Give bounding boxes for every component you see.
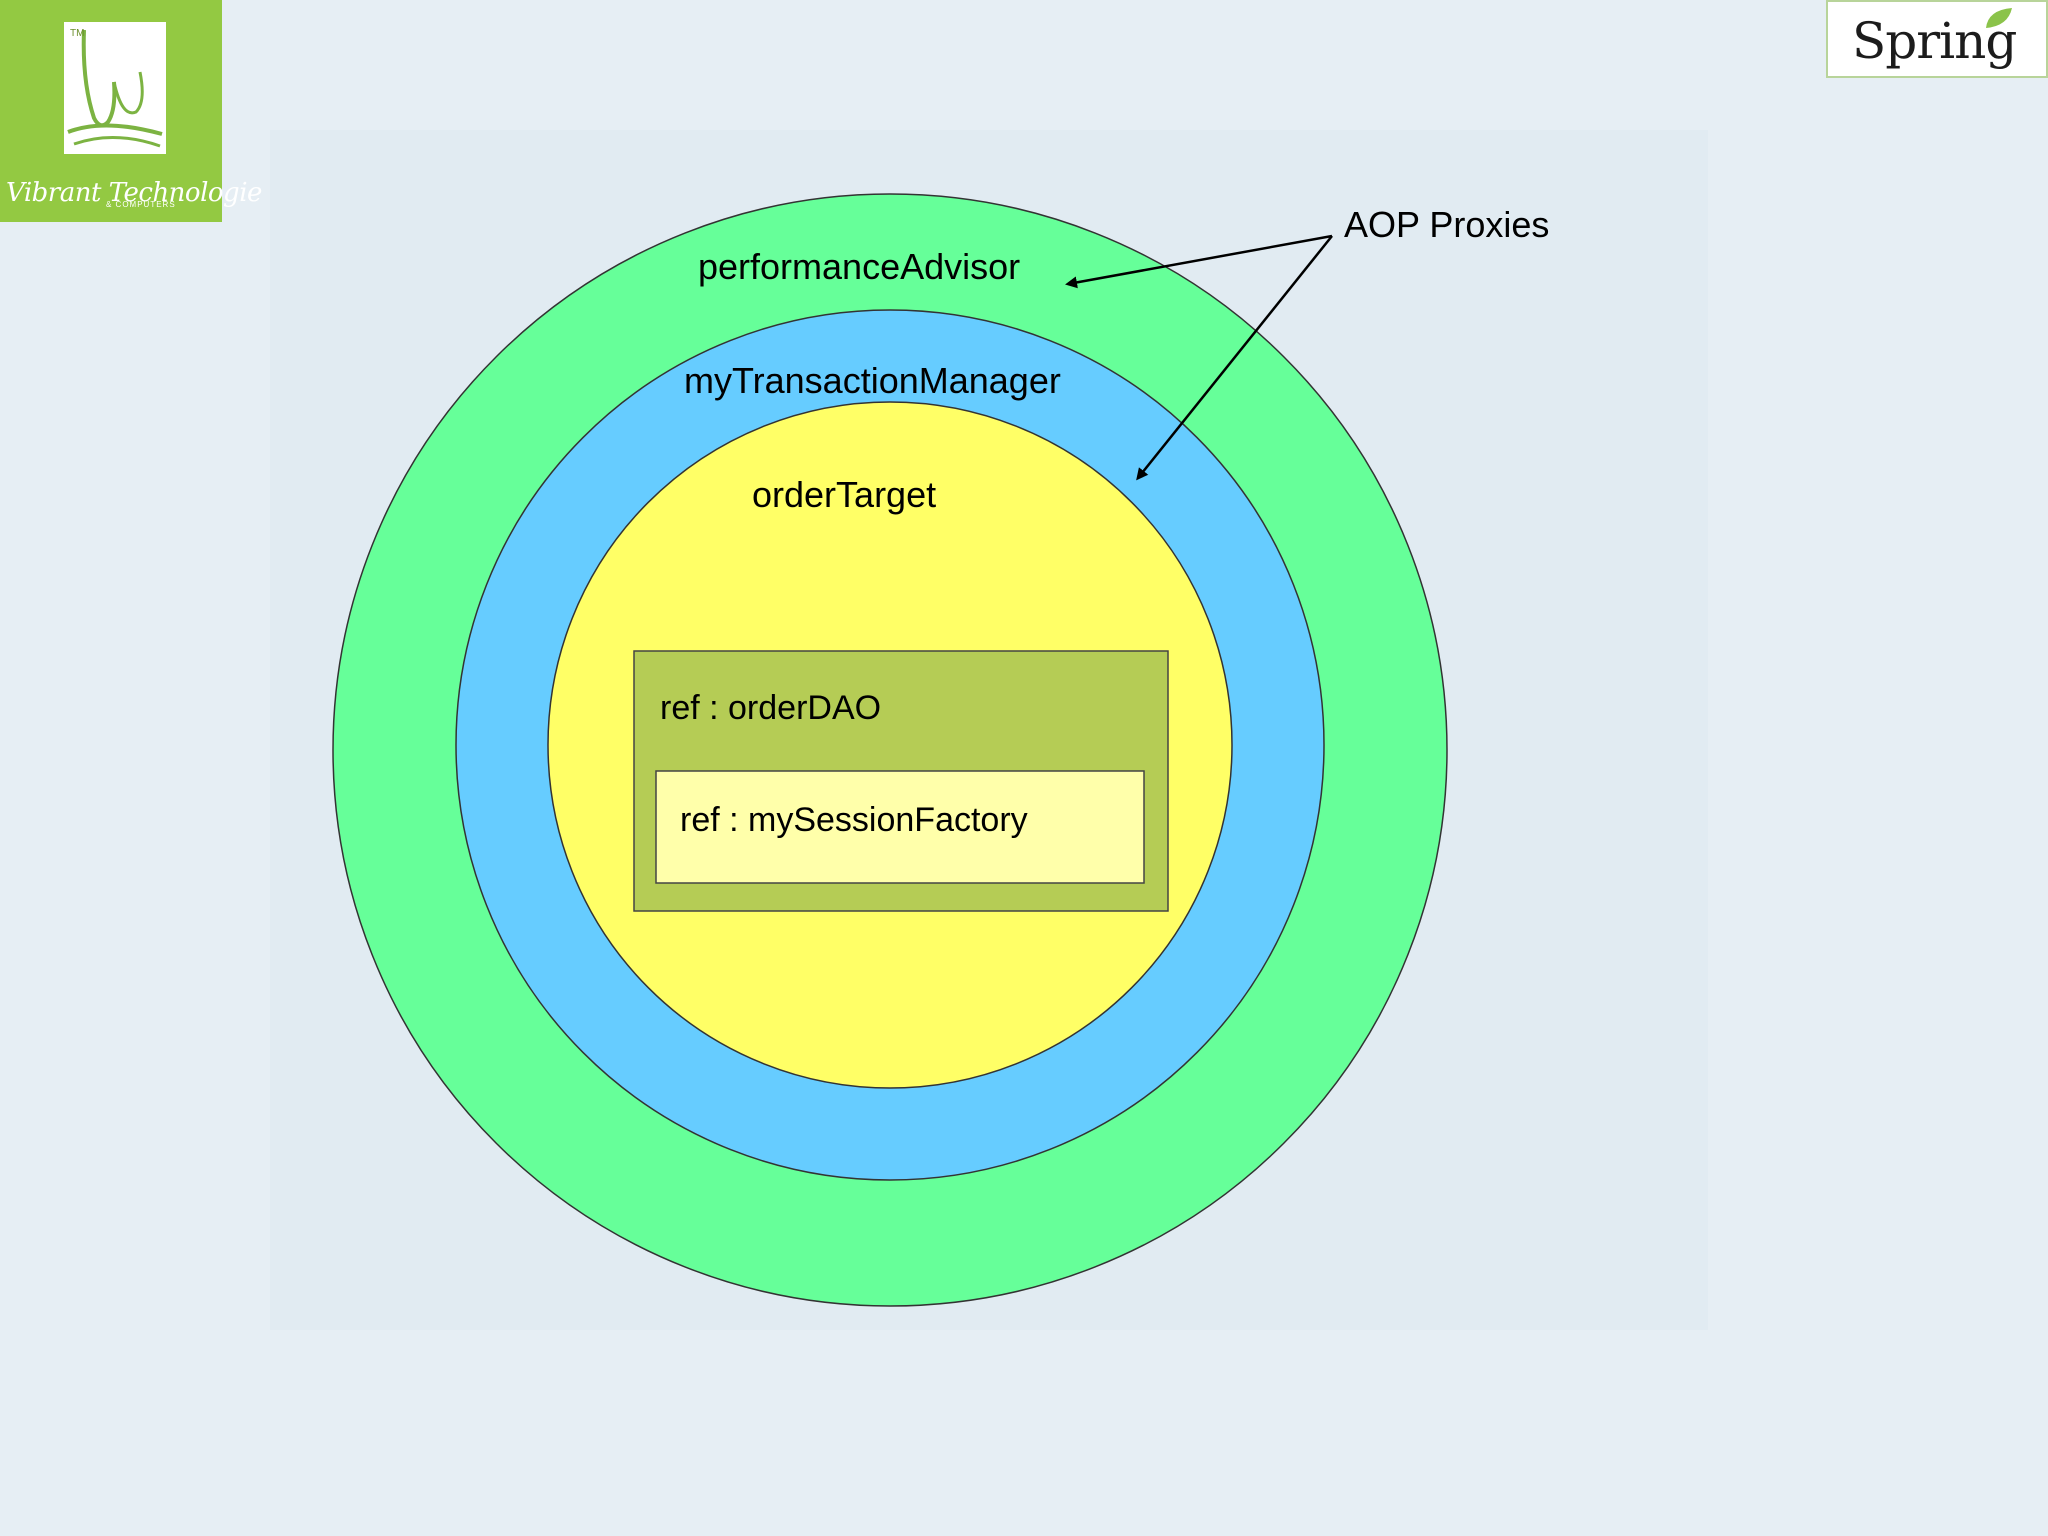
logo-left-text: Vibrant Technologie bbox=[6, 178, 262, 208]
session-box-label: ref : mySessionFactory bbox=[680, 801, 1028, 839]
dao-box-label: ref : orderDAO bbox=[660, 689, 881, 727]
trademark-mark: TM bbox=[70, 28, 85, 39]
logo-card bbox=[64, 22, 166, 154]
outer-ring-label: performanceAdvisor bbox=[698, 246, 1020, 287]
aop-proxies-annotation: AOP Proxies bbox=[1344, 204, 1549, 245]
inner-circle-label: orderTarget bbox=[752, 474, 936, 515]
leaf-icon bbox=[1986, 8, 2012, 28]
logo-left-subtext: & COMPUTERS bbox=[106, 200, 176, 209]
logo-emblem-icon bbox=[67, 29, 163, 148]
vibrant-technologies-logo: TM Vibrant Technologie & COMPUTERS bbox=[0, 0, 262, 222]
arrow-to-outer-ring bbox=[1065, 234, 1333, 289]
session-factory-box bbox=[655, 770, 1145, 884]
arrow-to-inner-ring bbox=[1136, 235, 1333, 481]
spring-logo: Spring bbox=[1826, 0, 2048, 78]
middle-ring-label: myTransactionManager bbox=[684, 360, 1061, 401]
